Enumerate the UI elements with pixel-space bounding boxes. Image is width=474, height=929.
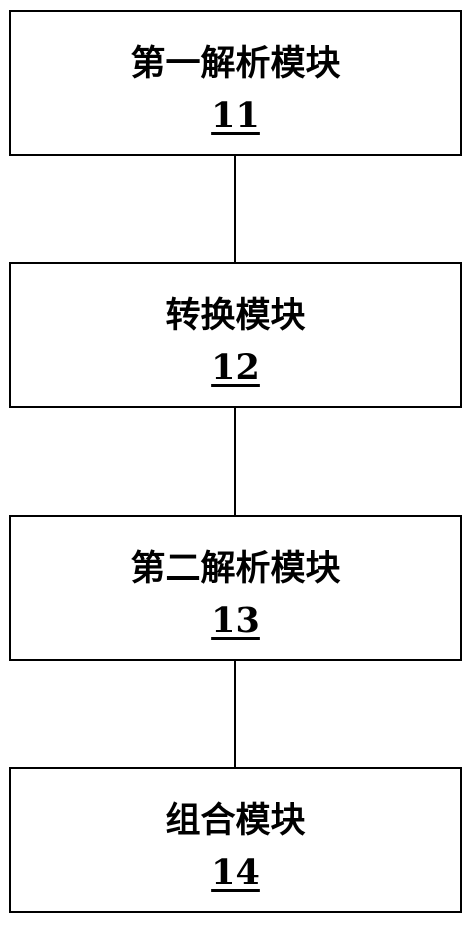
second-parsing-module-box: 第二解析模块 13 <box>9 515 462 661</box>
module-name: 第一解析模块 <box>130 43 341 84</box>
module-name: 转换模块 <box>165 295 306 336</box>
module-reference-number: 14 <box>211 852 260 893</box>
combination-module-box: 组合模块 14 <box>9 767 462 913</box>
module-reference-number: 12 <box>211 347 260 388</box>
module-name: 第二解析模块 <box>130 548 341 589</box>
module-name: 组合模块 <box>165 800 306 841</box>
first-parsing-module-box: 第一解析模块 11 <box>9 10 462 156</box>
module-reference-number: 13 <box>211 600 260 641</box>
conversion-module-box: 转换模块 12 <box>9 262 462 408</box>
module-reference-number: 11 <box>211 95 260 136</box>
connector-line <box>234 156 236 264</box>
connector-line <box>234 408 236 516</box>
connector-line <box>234 661 236 769</box>
